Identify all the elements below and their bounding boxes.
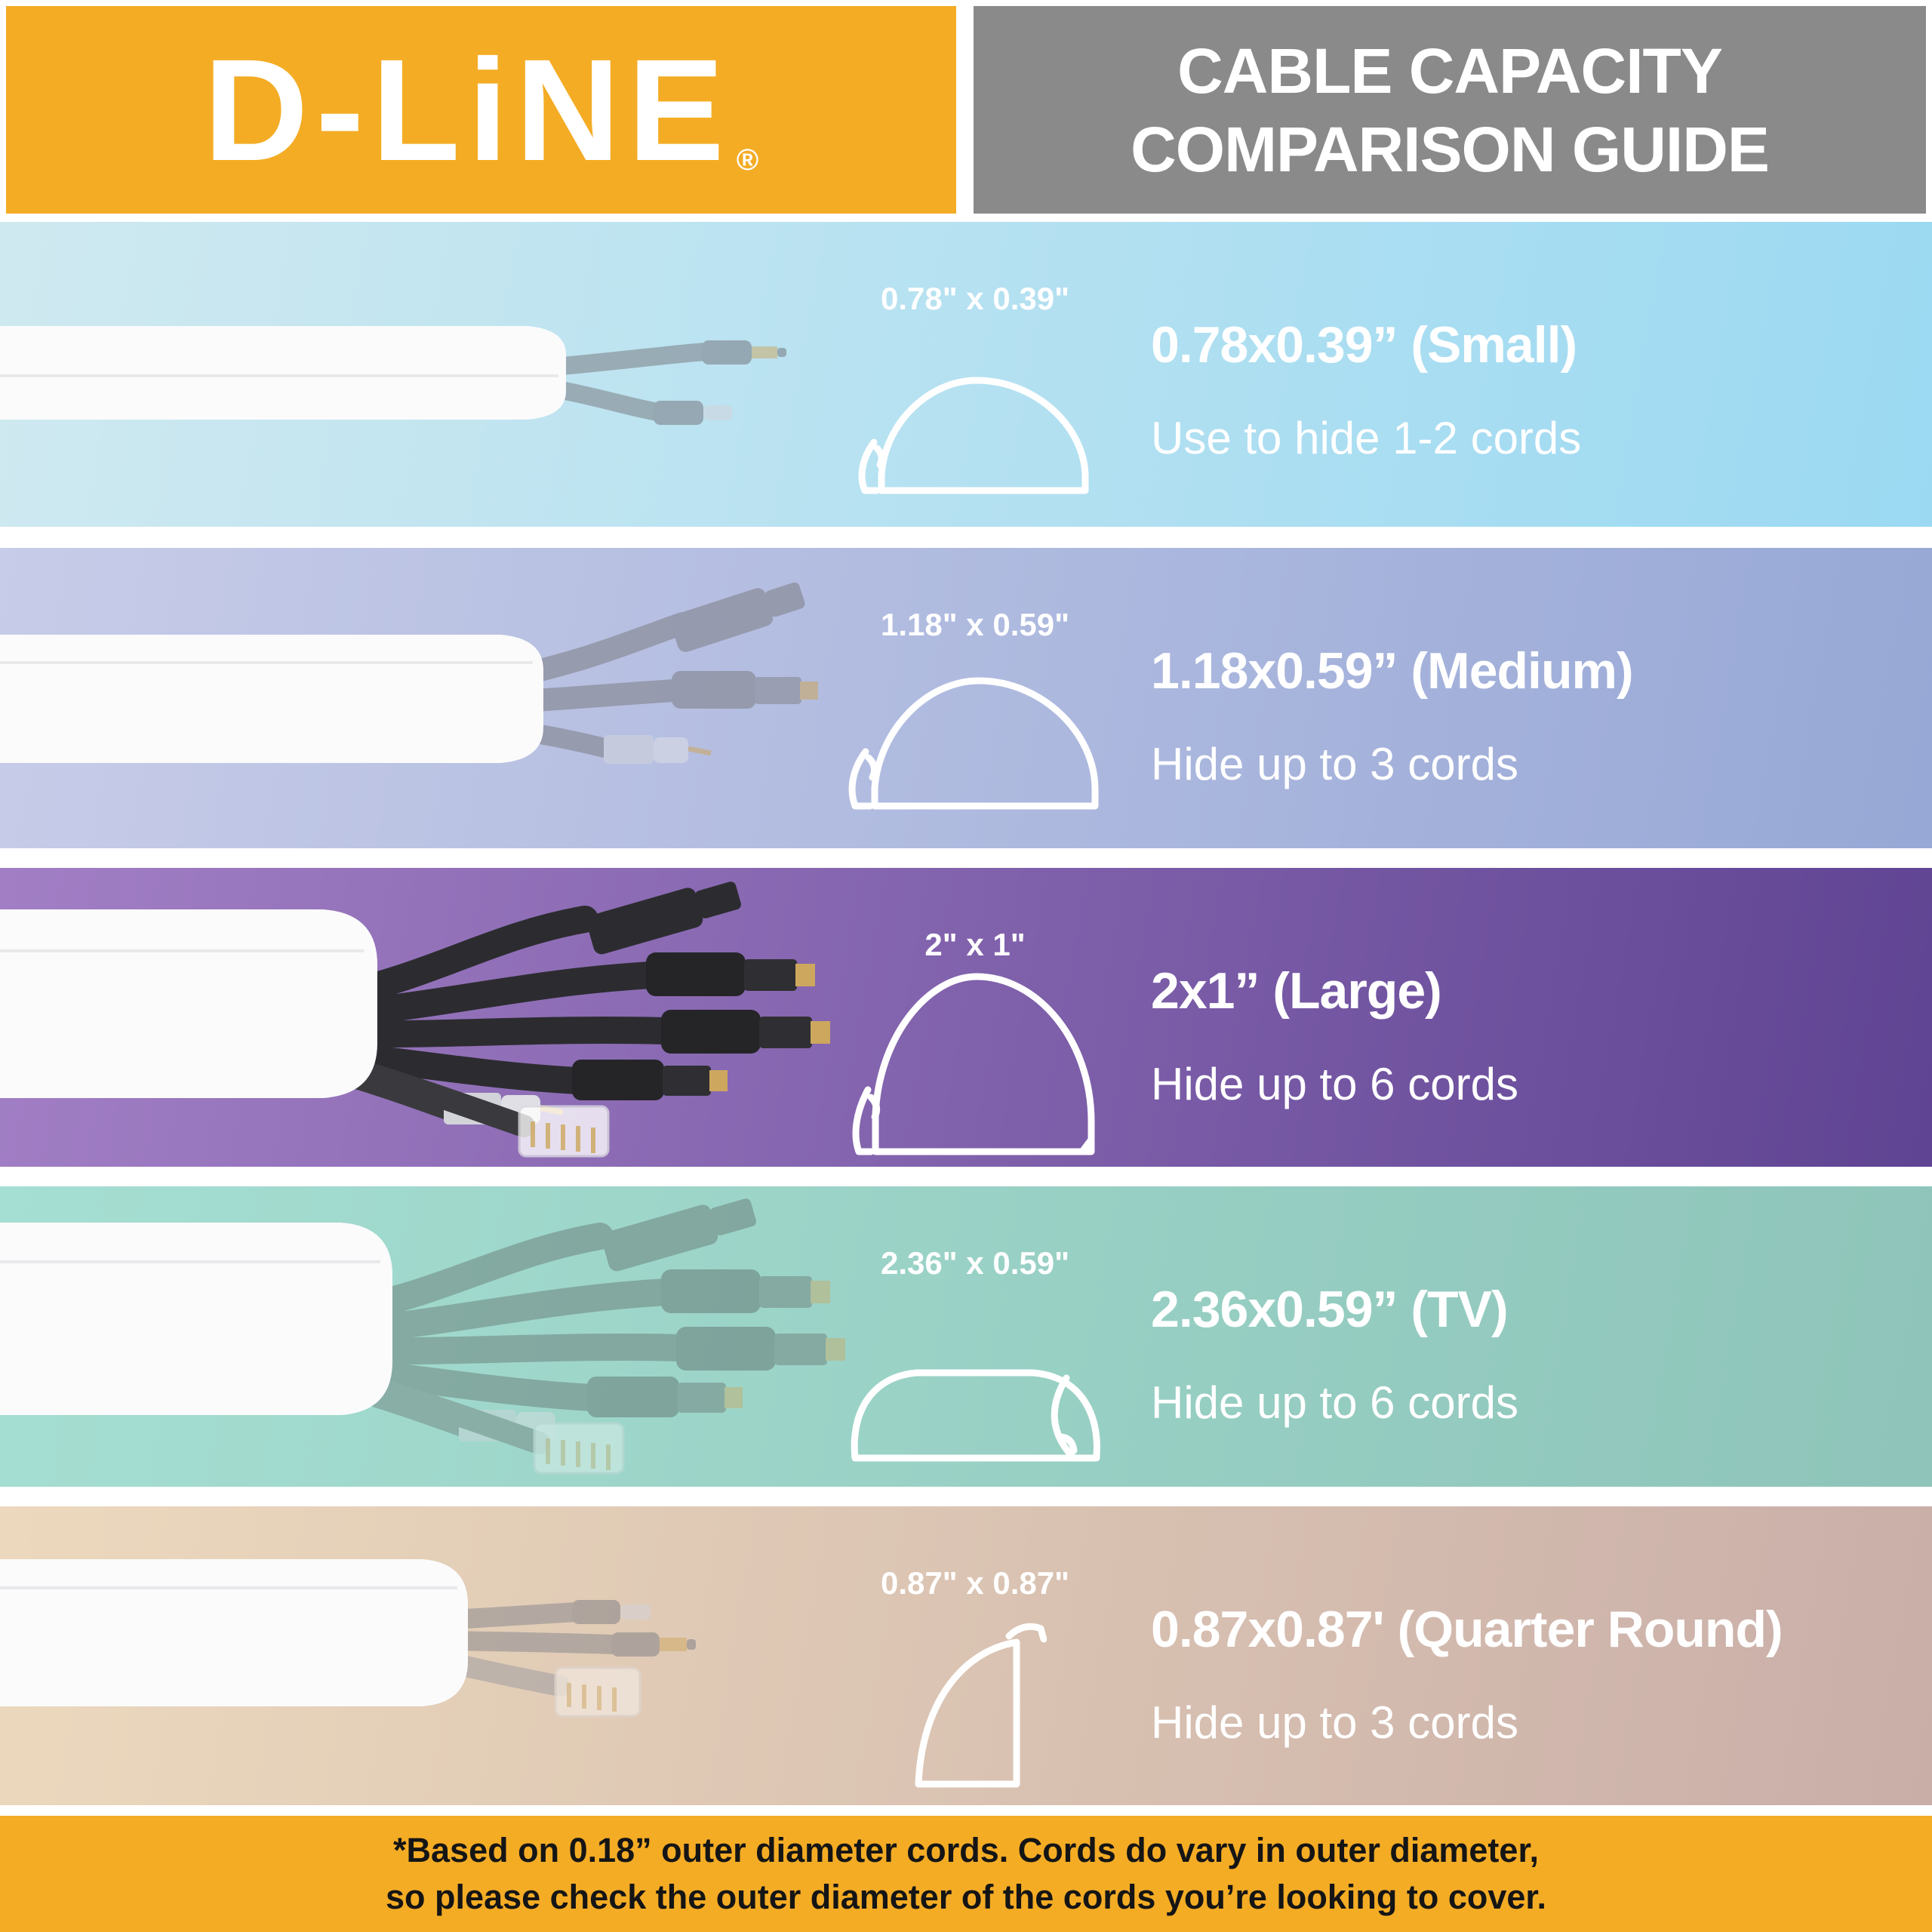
product-photo-medium xyxy=(0,548,1057,848)
quarter-round-cross-section-icon xyxy=(903,1617,1047,1792)
cords-illustration xyxy=(487,582,818,764)
d-line-logo: D-LiNE ® xyxy=(203,28,759,191)
dimension-label: 2.36" x 0.59" xyxy=(880,1245,1069,1281)
tv-cross-section-icon xyxy=(843,1361,1107,1464)
cords-illustration xyxy=(442,1600,696,1718)
page-title-line2: COMPARISON GUIDE xyxy=(1131,113,1770,185)
product-photo-large xyxy=(0,868,1057,1167)
capacity-text: Use to hide 1-2 cords xyxy=(1151,413,1582,463)
dimension-label: 1.18" x 0.59" xyxy=(880,607,1069,642)
row-tv: 2.36" x 0.59" 2.36x0.59” (TV) Hide up to… xyxy=(0,1186,1932,1487)
cable-cover xyxy=(0,326,566,420)
size-heading: 2x1” (Large) xyxy=(1151,962,1442,1020)
capacity-text: Hide up to 3 cords xyxy=(1151,1697,1518,1748)
product-photo-tv xyxy=(0,1186,1057,1487)
cable-cover xyxy=(0,909,377,1098)
dimension-label: 0.87" x 0.87" xyxy=(880,1565,1069,1601)
size-heading: 1.18x0.59” (Medium) xyxy=(1151,642,1634,700)
brand-logo-box: D-LiNE ® xyxy=(6,6,956,214)
row-medium: 1.18" x 0.59" 1.18x0.59” (Medium) Hide u… xyxy=(0,548,1932,848)
product-photo-quarter-round xyxy=(0,1506,1057,1805)
large-d-cross-section-icon xyxy=(847,964,1103,1159)
row-large: 2" x 1" 2x1” (Large) Hide up to 6 cords xyxy=(0,868,1932,1167)
row-small: 0.78" x 0.39" 0.78x0.39” (Small) Use to … xyxy=(0,222,1932,527)
disclaimer-line2: so please check the outer diameter of th… xyxy=(386,1878,1546,1916)
small-d-cross-section-icon xyxy=(854,370,1096,498)
row-quarter-round: 0.87" x 0.87" 0.87x0.87' (Quarter Round)… xyxy=(0,1506,1932,1805)
page-title-line1: CABLE CAPACITY xyxy=(1177,35,1723,106)
capacity-text: Hide up to 6 cords xyxy=(1151,1059,1518,1109)
cable-cover xyxy=(0,1559,468,1706)
cords-illustration xyxy=(519,340,786,425)
capacity-text: Hide up to 3 cords xyxy=(1151,739,1518,789)
registered-trademark-icon: ® xyxy=(736,143,759,177)
dimension-label: 0.78" x 0.39" xyxy=(880,281,1069,316)
cable-cover xyxy=(0,1223,392,1415)
medium-d-cross-section-icon xyxy=(843,669,1107,814)
cords-illustration xyxy=(318,881,830,1158)
disclaimer-line1: *Based on 0.18” outer diameter cords. Co… xyxy=(393,1831,1539,1869)
capacity-text: Hide up to 6 cords xyxy=(1151,1377,1518,1428)
cords-illustration xyxy=(334,1198,845,1475)
size-heading: 0.78x0.39” (Small) xyxy=(1151,316,1577,374)
dimension-label: 2" x 1" xyxy=(924,927,1026,962)
product-photo-small xyxy=(0,222,1057,527)
cable-cover xyxy=(0,635,543,763)
header-title-box: CABLE CAPACITY COMPARISON GUIDE xyxy=(974,6,1926,214)
d-line-logo-text: D-LiNE xyxy=(203,28,732,191)
size-heading: 0.87x0.87' (Quarter Round) xyxy=(1151,1601,1783,1658)
disclaimer-footer: *Based on 0.18” outer diameter cords. Co… xyxy=(0,1816,1932,1932)
size-heading: 2.36x0.59” (TV) xyxy=(1151,1281,1509,1338)
